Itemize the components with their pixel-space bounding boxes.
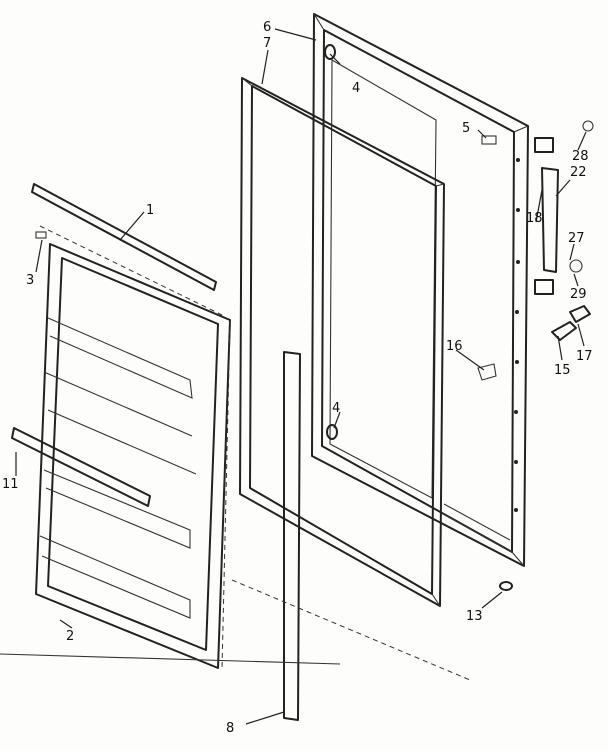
callout-4-bottom: 4 [332, 401, 340, 416]
callout-5: 5 [462, 121, 470, 136]
hinge-hardware [35, 44, 594, 591]
callout-7: 7 [263, 36, 271, 51]
gasket-strip [283, 351, 301, 721]
door-gasket [239, 77, 445, 607]
callout-4-top: 4 [352, 81, 360, 96]
callout-27: 27 [568, 231, 585, 246]
callout-1: 1 [146, 203, 154, 218]
frame-hole-row [514, 158, 520, 512]
callout-29: 29 [570, 287, 587, 302]
callout-11: 11 [2, 477, 19, 492]
top-trim-strip [31, 183, 225, 317]
callout-22: 22 [570, 165, 587, 180]
door-liner [35, 243, 231, 671]
callout-18: 18 [526, 211, 543, 226]
callout-8: 8 [226, 721, 234, 736]
callout-15: 15 [554, 363, 571, 378]
callout-3: 3 [26, 273, 34, 288]
callout-16: 16 [446, 339, 463, 354]
callout-13: 13 [466, 609, 483, 624]
leader-lines [15, 28, 587, 725]
cabinet-frame [311, 13, 529, 567]
shelf-trim-bar [11, 427, 151, 507]
callout-6: 6 [263, 20, 271, 35]
callout-17: 17 [576, 349, 593, 364]
callout-labels: 1 2 3 4 4 5 6 7 8 11 13 15 16 17 18 22 2… [2, 20, 593, 736]
callout-2: 2 [66, 629, 74, 644]
callout-28: 28 [572, 149, 589, 164]
